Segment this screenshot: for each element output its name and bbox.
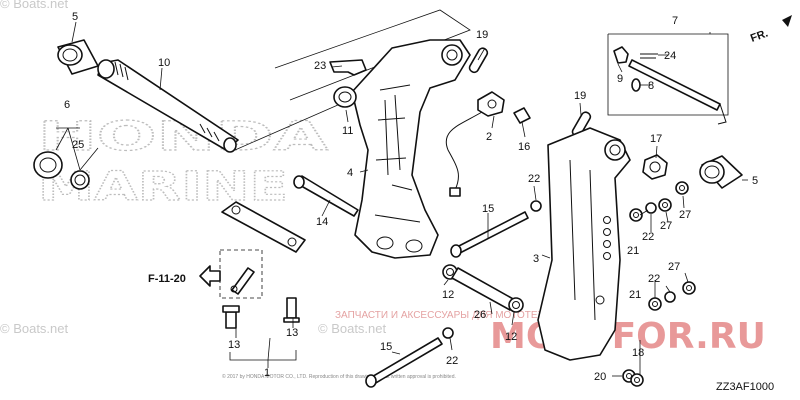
watermark-boats-left: © Boats.net xyxy=(0,321,69,336)
callout-20: 20 xyxy=(594,371,606,383)
callout-21-b: 21 xyxy=(629,289,641,301)
callout-4: 4 xyxy=(347,167,353,179)
part-bushing-left xyxy=(57,39,99,75)
part-cap-9 xyxy=(613,46,629,64)
callout-12-b: 12 xyxy=(505,331,517,343)
callout-9: 9 xyxy=(617,73,623,85)
watermark-ru-text: ЗАПЧАСТИ И АКСЕССУАРЫ ДЛЯ МОТОТЕХНИКИ xyxy=(335,310,572,321)
part-bolt-15b xyxy=(365,337,443,388)
part-stern-bracket-right xyxy=(537,127,631,361)
callout-16: 16 xyxy=(518,141,530,153)
watermark-boats-top: © Boats.net xyxy=(0,0,69,11)
ref-label: F-11-20 xyxy=(148,273,186,285)
part-washer-22b xyxy=(664,291,676,303)
callout-3: 3 xyxy=(533,253,539,265)
part-nut-27c xyxy=(682,281,696,295)
lead-6b xyxy=(55,127,69,151)
front-arrow xyxy=(782,15,792,27)
part-nut-21a xyxy=(629,208,643,222)
front-label: FR. xyxy=(749,27,770,44)
callout-2: 2 xyxy=(486,131,492,143)
callout-15-a: 15 xyxy=(482,203,494,215)
callout-7: 7 xyxy=(672,15,678,27)
callout-19-b: 19 xyxy=(574,90,586,102)
callout-22-b: 22 xyxy=(642,231,654,243)
callout-14: 14 xyxy=(316,216,328,228)
callout-18: 18 xyxy=(632,347,644,359)
callout-5-right: 5 xyxy=(752,175,758,187)
part-tilt-shaft xyxy=(97,59,239,153)
part-clip-24 xyxy=(640,53,658,59)
callout-15-b: 15 xyxy=(380,341,392,353)
part-link-ref xyxy=(230,267,255,295)
part-bushing-right xyxy=(699,155,743,189)
callouts: 5 10 6 25 23 11 4 14 19 2 16 19 22 15 3 … xyxy=(64,11,758,383)
callout-22-c: 22 xyxy=(648,273,660,285)
callout-25: 25 xyxy=(72,139,84,151)
part-nut-27b xyxy=(658,198,672,212)
callout-19-a: 19 xyxy=(476,29,488,41)
part-washer-22a xyxy=(645,202,657,214)
part-bolt-14 xyxy=(293,175,359,217)
part-rod-7 xyxy=(628,59,727,125)
callout-13-a: 13 xyxy=(286,327,298,339)
callout-24: 24 xyxy=(664,50,676,62)
callout-22-a: 22 xyxy=(528,173,540,185)
part-collar-12b xyxy=(508,297,524,313)
callout-1: 1 xyxy=(264,367,270,379)
part-screw-16 xyxy=(513,107,531,124)
leader-lines xyxy=(71,21,748,377)
ref-arrow xyxy=(199,265,221,287)
callout-10: 10 xyxy=(158,57,170,69)
part-tube-26 xyxy=(451,267,516,311)
callout-6: 6 xyxy=(64,99,70,111)
diagram-code: ZZ3AF1000 xyxy=(716,381,774,393)
callout-21-a: 21 xyxy=(627,245,639,257)
part-plate-1 xyxy=(221,201,306,253)
watermark-boats-mid: © Boats.net xyxy=(318,321,387,336)
watermark-ru-brand: MOTOFOR.RU xyxy=(490,316,766,357)
part-sensor-2 xyxy=(445,91,505,197)
part-bolt-13a xyxy=(283,297,300,323)
callout-23: 23 xyxy=(314,60,326,72)
callout-12-a: 12 xyxy=(442,289,454,301)
part-ring-8 xyxy=(631,78,641,92)
part-nut-18 xyxy=(630,373,644,387)
callout-27-a: 27 xyxy=(679,209,691,221)
part-bushing-6 xyxy=(33,151,90,190)
part-washer-22c xyxy=(530,200,542,212)
copyright-line: © 2017 by HONDA MOTOR CO., LTD. Reproduc… xyxy=(222,373,456,380)
callout-27-b: 27 xyxy=(660,220,672,232)
part-swivel-bracket-left xyxy=(351,39,471,259)
part-bolt-15a xyxy=(450,211,529,258)
callout-22-d: 22 xyxy=(446,355,458,367)
part-collar-11 xyxy=(333,86,357,108)
callout-5-left: 5 xyxy=(72,11,78,23)
part-nut-17 xyxy=(642,154,668,180)
part-bolt-13b xyxy=(222,305,240,329)
callout-27-c: 27 xyxy=(668,261,680,273)
callout-8: 8 xyxy=(648,80,654,92)
frame-part7 xyxy=(607,33,729,116)
callout-26: 26 xyxy=(474,309,486,321)
part-washer-22d xyxy=(442,327,454,339)
part-clip-23 xyxy=(329,59,367,76)
lead-6c xyxy=(67,127,81,171)
part-nut-21b xyxy=(648,297,662,311)
part-link-19a xyxy=(468,47,489,74)
part-nut-27a xyxy=(675,181,689,195)
callout-13-b: 13 xyxy=(228,339,240,351)
callout-11: 11 xyxy=(342,125,353,137)
callout-17: 17 xyxy=(650,133,662,145)
